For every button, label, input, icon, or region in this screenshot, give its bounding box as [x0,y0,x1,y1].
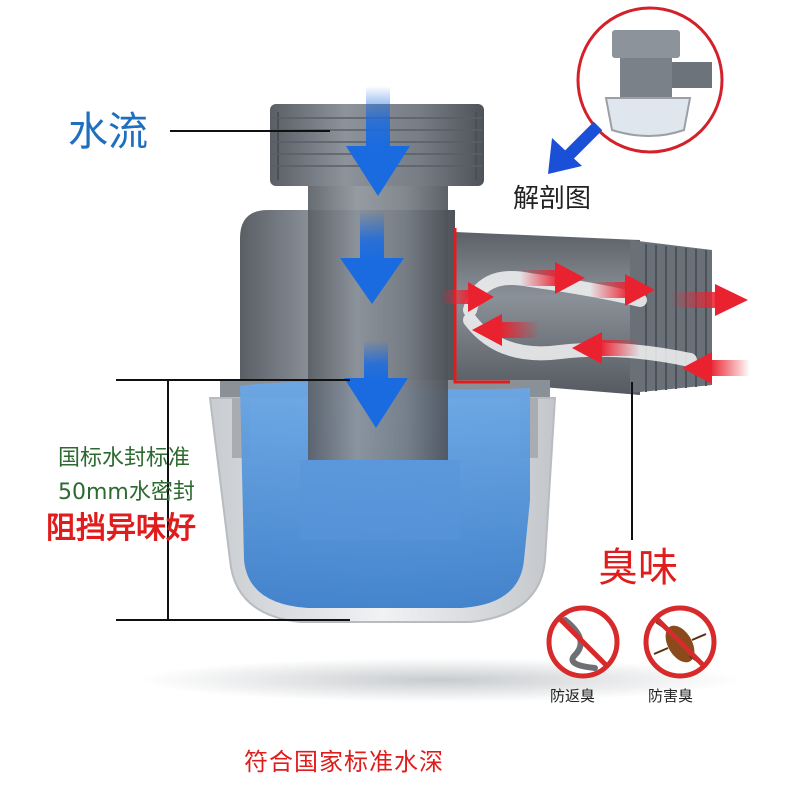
cutaway-label: 解剖图 [513,184,592,214]
water-seal-inner-cup [300,460,460,540]
right-arrow-icon [440,282,494,312]
side-outlet-pipe [455,232,712,395]
seal-depth-label: 50mm水密封 [58,480,195,505]
anti-pest-label: 防害臭 [648,687,694,705]
no-cockroach-icon [643,605,717,679]
cutaway-inset [576,6,724,154]
down-arrow-icon [346,86,410,196]
left-arrow-icon [472,314,540,346]
anti-backflow-label: 防返臭 [550,687,596,705]
water-flow-label: 水流 [68,109,148,155]
odor-block-label: 阻挡异味好 [46,511,196,546]
odor-arrows [440,262,750,384]
depth-dimension [116,379,350,621]
odor-label: 臭味 [598,545,678,591]
left-arrow-icon [572,332,640,364]
cutaway-outline [453,228,510,384]
water-flow-arrows [340,86,410,428]
down-left-arrow-icon [548,121,603,174]
standard-label: 国标水封标准 [58,446,191,471]
right-arrow-icon [520,262,585,294]
down-arrow-icon [340,210,404,304]
right-arrow-icon [670,284,748,316]
down-arrow-icon [344,340,408,428]
left-arrow-icon [682,352,750,384]
no-odor-icon [546,605,620,679]
footer-caption: 符合国家标准水深 [244,748,444,776]
right-arrow-icon [590,274,655,306]
